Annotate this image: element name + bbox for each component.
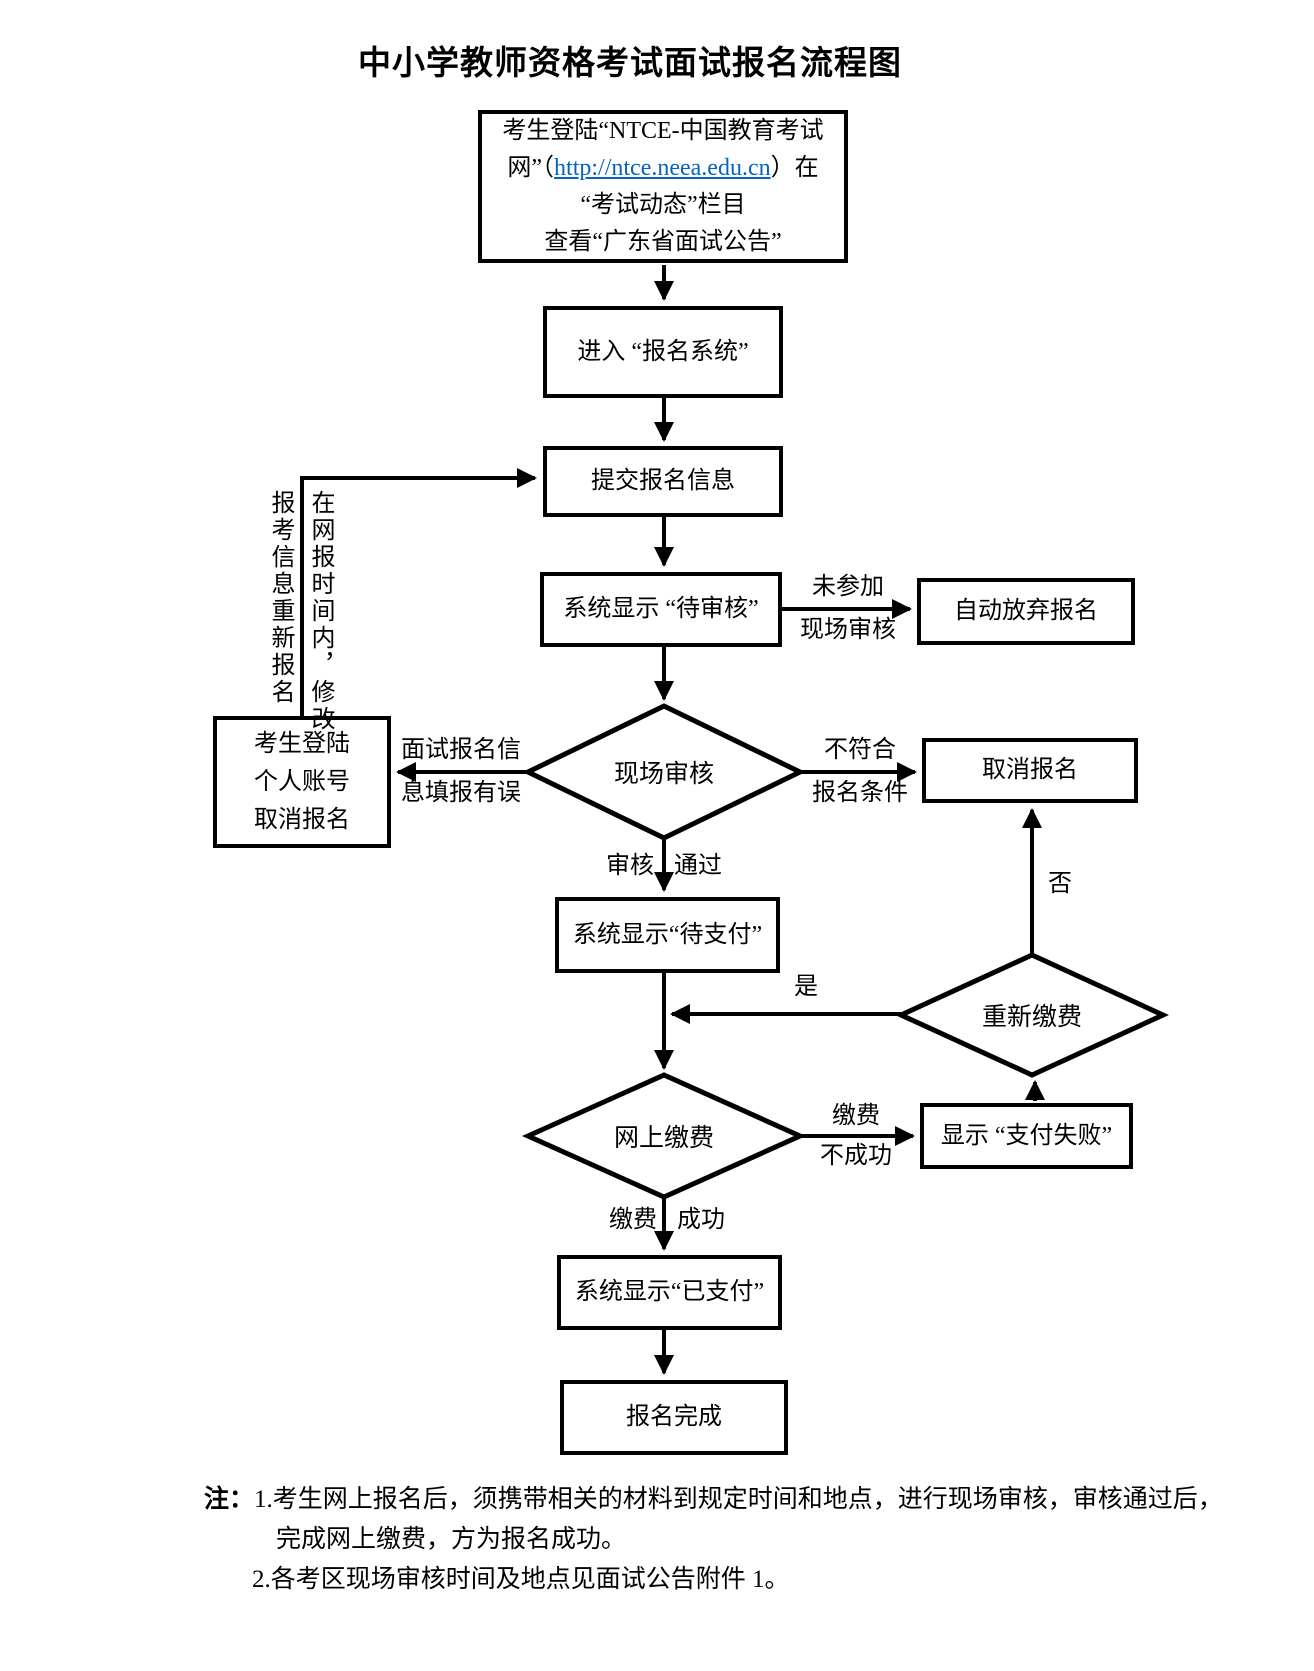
enter-system-label: 进入 “报名系统” — [577, 338, 749, 365]
node-login-portal: 考生登陆“NTCE-中国教育考试 网”（http://ntce.neea.edu… — [478, 110, 848, 263]
status-paid-label: 系统显示“已支付” — [574, 1279, 765, 1305]
edge-label-yes: 是 — [794, 974, 818, 1000]
node-registration-complete: 报名完成 — [560, 1380, 788, 1455]
edge-label-reregister-col-left: 报考信息重新报名 — [267, 490, 293, 706]
onsite-review-label: 现场审核 — [613, 761, 715, 788]
edge-label-info-error: 面试报名信 息填报有误 — [401, 737, 521, 806]
node-cancel-registration: 取消报名 — [922, 738, 1138, 803]
node-status-paid: 系统显示“已支付” — [557, 1255, 782, 1330]
onsite-review-diamond — [522, 703, 806, 841]
cancel-via-account-line3: 取消报名 — [254, 807, 350, 833]
edge-label-pay-fail: 缴费 不成功 — [820, 1103, 892, 1169]
edge-label-not-qualified: 不符合 报名条件 — [812, 737, 908, 806]
login-portal-line4: 查看“广东省面试公告” — [544, 228, 782, 255]
node-submit-info: 提交报名信息 — [543, 446, 783, 517]
registration-complete-label: 报名完成 — [626, 1404, 722, 1430]
node-status-pending-payment: 系统显示“待支付” — [555, 897, 780, 973]
login-portal-line2: 网”（http://ntce.neea.edu.cn）在 — [507, 154, 819, 181]
footnote-1-line1: 注：1.考生网上报名后，须携带相关的材料到规定时间和地点，进行现场审核，审核通过… — [204, 1486, 1223, 1513]
footnotes: 注：1.考生网上报名后，须携带相关的材料到规定时间和地点，进行现场审核，审核通过… — [204, 1480, 1234, 1600]
cancel-via-account-line2: 个人账号 — [254, 769, 350, 795]
online-payment-diamond — [521, 1072, 807, 1200]
edge-label-reregister-col-right: 在网报时间内，修改 — [307, 490, 333, 733]
repay-diamond — [894, 952, 1170, 1078]
edge-label-review-pass: 审核 通过 — [606, 853, 722, 879]
decision-diamonds — [521, 703, 1170, 1200]
status-pending-payment-label: 系统显示“待支付” — [572, 921, 763, 948]
node-cancel-via-account: 考生登陆 个人账号 取消报名 — [213, 716, 391, 848]
repay-label: 重新缴费 — [981, 1004, 1083, 1031]
node-auto-abandon: 自动放弃报名 — [917, 578, 1135, 645]
node-status-pending-review: 系统显示 “待审核” — [540, 572, 782, 647]
status-pending-review-label: 系统显示 “待审核” — [563, 596, 759, 622]
node-enter-system: 进入 “报名系统” — [543, 306, 783, 398]
edge-label-pay-success: 缴费 成功 — [609, 1207, 725, 1233]
online-payment-label: 网上缴费 — [613, 1125, 715, 1152]
node-payment-failed: 显示 “支付失败” — [920, 1103, 1133, 1169]
auto-abandon-label: 自动放弃报名 — [954, 598, 1098, 624]
footnote-1-line2: 完成网上缴费，方为报名成功。 — [276, 1526, 627, 1553]
cancel-via-account-line1: 考生登陆 — [254, 731, 350, 757]
cancel-registration-label: 取消报名 — [982, 757, 1078, 783]
edge-label-no: 否 — [1048, 871, 1072, 897]
edge-label-no-onsite: 未参加 现场审核 — [800, 574, 896, 643]
page-title: 中小学教师资格考试面试报名流程图 — [358, 46, 902, 82]
footnote-2: 2.各考区现场审核时间及地点见面试公告附件 1。 — [252, 1566, 790, 1593]
submit-info-label: 提交报名信息 — [591, 468, 735, 494]
login-portal-line3: “考试动态”栏目 — [580, 191, 746, 218]
edge-lines — [300, 265, 1045, 1375]
login-portal-line1: 考生登陆“NTCE-中国教育考试 — [502, 117, 824, 144]
payment-failed-label: 显示 “支付失败” — [940, 1122, 1113, 1149]
ntce-link[interactable]: http://ntce.neea.edu.cn — [554, 154, 771, 181]
